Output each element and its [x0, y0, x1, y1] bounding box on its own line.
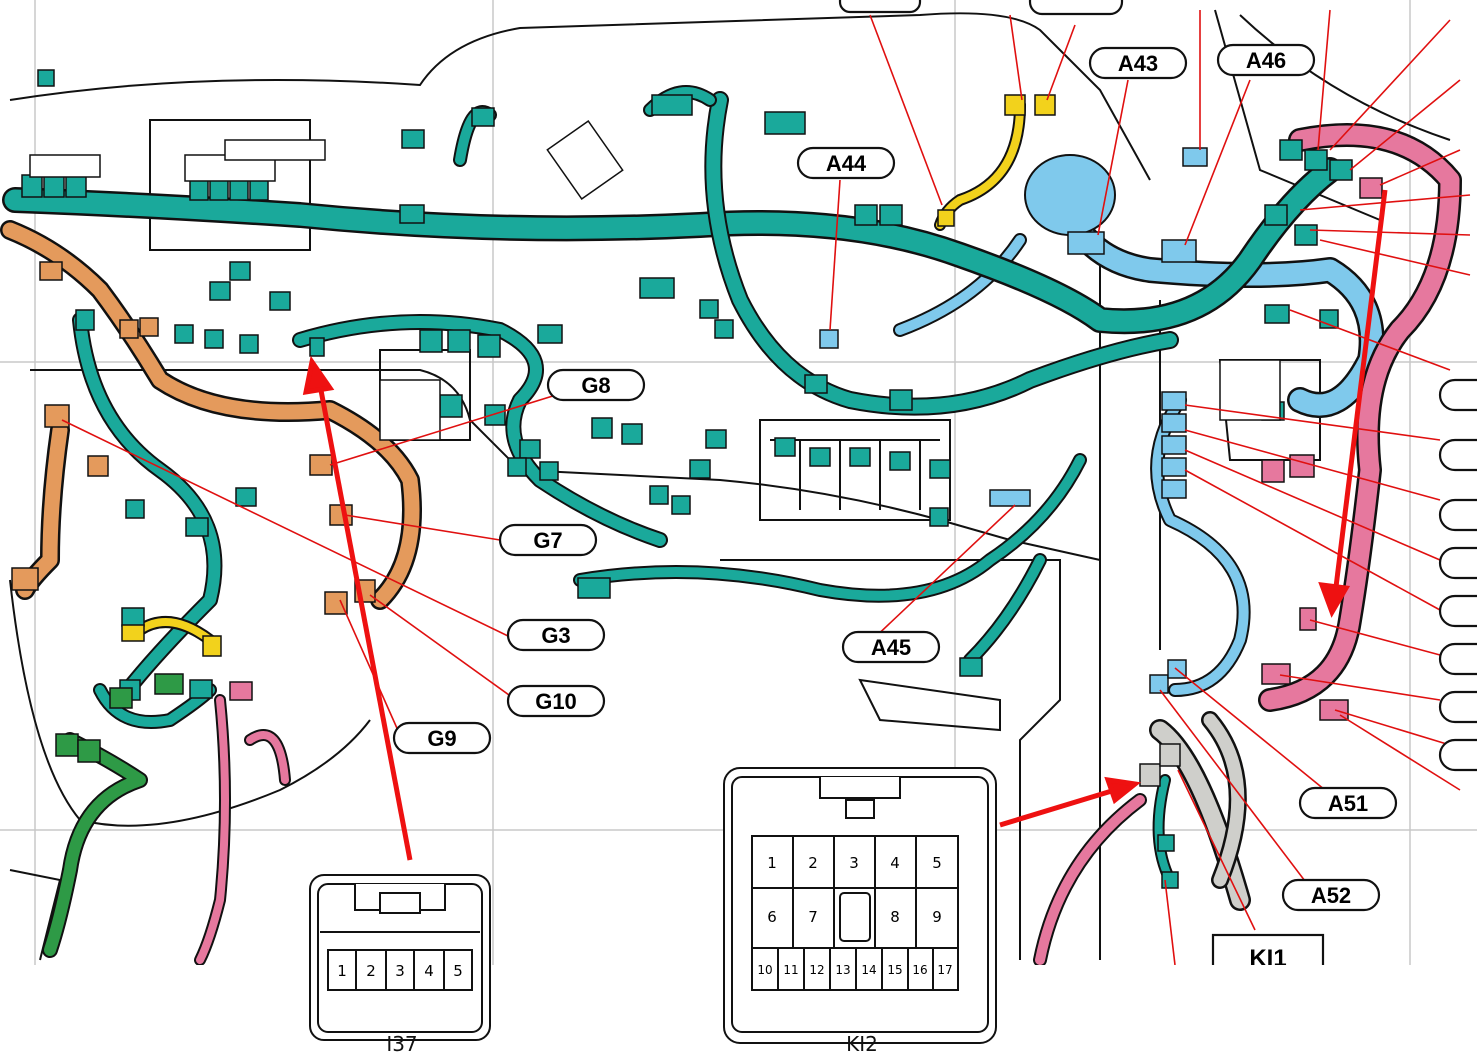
- connector-i37-face: [309, 874, 491, 1041]
- svg-text:12: 12: [809, 963, 824, 977]
- svg-text:A52: A52: [1311, 883, 1351, 908]
- svg-text:4: 4: [890, 854, 900, 872]
- callout-labels: A43 A46 A44 G8 G7 G3 G10 G9: [392, 0, 1477, 972]
- svg-text:2: 2: [808, 854, 818, 872]
- i37-pin-5: 5: [453, 962, 463, 980]
- svg-text:10: 10: [757, 963, 772, 977]
- callout-a52[interactable]: A52: [1281, 878, 1381, 912]
- svg-text:G9: G9: [427, 726, 456, 751]
- svg-text:7: 7: [808, 908, 818, 926]
- grommet: [1024, 154, 1116, 236]
- svg-text:A51: A51: [1328, 791, 1368, 816]
- callout-a45[interactable]: A45: [841, 630, 941, 664]
- svg-text:3: 3: [849, 854, 859, 872]
- i37-pin-2: 2: [366, 962, 376, 980]
- harness-green: [42, 732, 148, 958]
- leader-lines: [61, 9, 1471, 966]
- callout-a46[interactable]: A46: [1216, 43, 1316, 77]
- callout-a51[interactable]: A51: [1298, 786, 1398, 820]
- svg-text:11: 11: [783, 963, 798, 977]
- callout-partial-top-1: [838, 0, 922, 14]
- svg-text:6: 6: [767, 908, 777, 926]
- svg-text:9: 9: [932, 908, 942, 926]
- harness-grey: [1149, 711, 1251, 911]
- callout-partial-top-2: [1028, 0, 1124, 16]
- i37-pin-4: 4: [424, 962, 434, 980]
- callout-g8[interactable]: G8: [546, 368, 646, 402]
- connector-i37-pins: 1 2 3 4 5: [337, 962, 463, 980]
- svg-text:G10: G10: [535, 689, 577, 714]
- harness-main: [2, 85, 1343, 886]
- svg-text:1: 1: [767, 854, 777, 872]
- svg-text:15: 15: [887, 963, 902, 977]
- callout-g9[interactable]: G9: [392, 721, 492, 755]
- svg-text:14: 14: [861, 963, 876, 977]
- svg-text:A45: A45: [871, 635, 911, 660]
- callout-a43[interactable]: A43: [1088, 46, 1188, 80]
- connector-ki2-caption: KI2: [846, 1032, 878, 1056]
- callout-g3[interactable]: G3: [506, 618, 606, 652]
- connector-i37-caption: I37: [386, 1032, 418, 1056]
- svg-text:17: 17: [937, 963, 952, 977]
- svg-text:A44: A44: [826, 151, 867, 176]
- callout-partial-right: [1438, 378, 1477, 772]
- red-arrows: [302, 189, 1388, 861]
- svg-text:16: 16: [912, 963, 927, 977]
- svg-text:G8: G8: [581, 373, 610, 398]
- svg-text:G7: G7: [533, 528, 562, 553]
- connector-ki2-face: [723, 767, 997, 1044]
- callout-ki1[interactable]: KI1: [1211, 933, 1325, 972]
- svg-text:5: 5: [932, 854, 942, 872]
- harness-blue: [893, 177, 1385, 697]
- svg-text:G3: G3: [541, 623, 570, 648]
- callout-a44[interactable]: A44: [796, 146, 896, 180]
- harness-pink: [194, 123, 1462, 967]
- i37-pin-1: 1: [337, 962, 347, 980]
- connector-ki2-pins: 1 2 3 4 5 6 7 8 9 10 11 12 13 14 15 16 1…: [757, 854, 952, 977]
- callout-g10[interactable]: G10: [506, 684, 606, 718]
- svg-text:A43: A43: [1118, 51, 1158, 76]
- callout-g7[interactable]: G7: [498, 523, 598, 557]
- svg-text:13: 13: [835, 963, 850, 977]
- i37-pin-3: 3: [395, 962, 405, 980]
- svg-text:A46: A46: [1246, 48, 1286, 73]
- svg-text:8: 8: [890, 908, 900, 926]
